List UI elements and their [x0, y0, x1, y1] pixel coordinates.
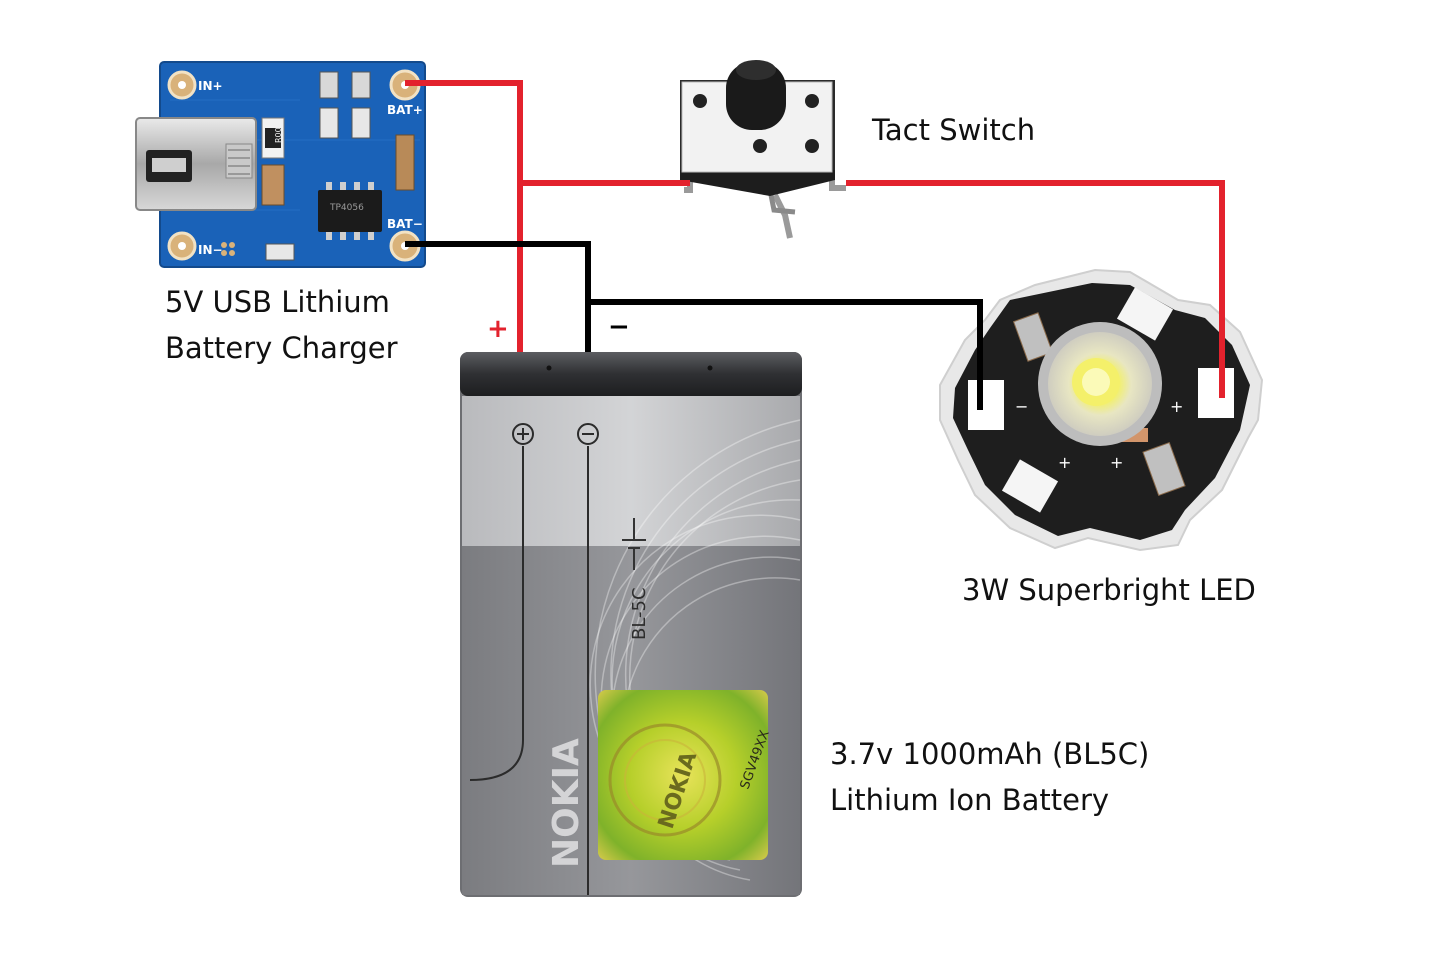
smd-part-4	[351, 107, 371, 139]
wires	[405, 80, 1225, 410]
led-pad-top	[1116, 287, 1174, 341]
polarity-minus: −	[608, 312, 630, 342]
battery-model-text: BL-5C	[629, 587, 650, 640]
ic-chip-text: TP4056	[329, 203, 364, 213]
charger-label-line1: 5V USB Lithium	[165, 285, 390, 319]
battery-brand-text: NOKIA	[546, 738, 587, 868]
led-pad-positive	[1198, 368, 1234, 418]
usb-connector	[135, 117, 257, 211]
charger-pad-in-plus	[167, 70, 197, 100]
switch-label: Tact Switch	[872, 113, 1036, 147]
svg-text:+: +	[1170, 397, 1183, 416]
battery: BL-5C NOKIA SGV49XX NOKIA	[460, 352, 802, 897]
wire-switch-to-led-plus	[846, 180, 1225, 398]
battery-label-line1: 3.7v 1000mAh (BL5C)	[830, 737, 1150, 771]
smd-capacitor-2	[395, 134, 415, 191]
charger-pad-in-minus	[167, 231, 197, 261]
led-star-board: − + + +	[939, 268, 1264, 552]
battery-plus-symbol	[512, 423, 534, 445]
svg-text:+: +	[1058, 453, 1071, 472]
pad-label-bat-minus: BAT−	[387, 217, 423, 231]
battery-top-cap	[460, 352, 802, 396]
tact-switch	[680, 60, 846, 239]
battery-label-line2: Lithium Ion Battery	[830, 783, 1110, 817]
smd-capacitor	[261, 164, 285, 206]
polarity-plus: +	[487, 314, 509, 344]
led-indicator-1	[319, 71, 339, 99]
charger-label-line2: Battery Charger	[165, 331, 398, 365]
resistor-text: R00	[274, 127, 283, 143]
charger-board: IN+ IN− BAT+ BAT− R00	[135, 61, 426, 268]
led-indicator-2	[351, 71, 371, 99]
svg-text:−: −	[1015, 397, 1028, 416]
wire-charger-bat-plus-to-battery-plus	[405, 80, 523, 352]
pad-label-in-plus: IN+	[198, 79, 223, 93]
smd-part-3	[319, 107, 339, 139]
led-pad-negative	[968, 380, 1004, 430]
led-label: 3W Superbright LED	[962, 573, 1256, 607]
wire-charger-bat-minus-to-battery-minus	[405, 241, 591, 352]
pad-label-bat-plus: BAT+	[387, 103, 423, 117]
pad-label-in-minus: IN−	[198, 243, 223, 257]
battery-minus-symbol	[577, 423, 599, 445]
smd-part-5	[265, 243, 295, 261]
charger-ic-chip: TP4056	[318, 182, 382, 240]
led-pad-bottom	[1001, 459, 1059, 513]
svg-text:+: +	[1110, 453, 1123, 472]
battery-hologram: NOKIA SGV49XX	[598, 690, 773, 860]
wire-negative-to-led-minus	[588, 299, 983, 410]
